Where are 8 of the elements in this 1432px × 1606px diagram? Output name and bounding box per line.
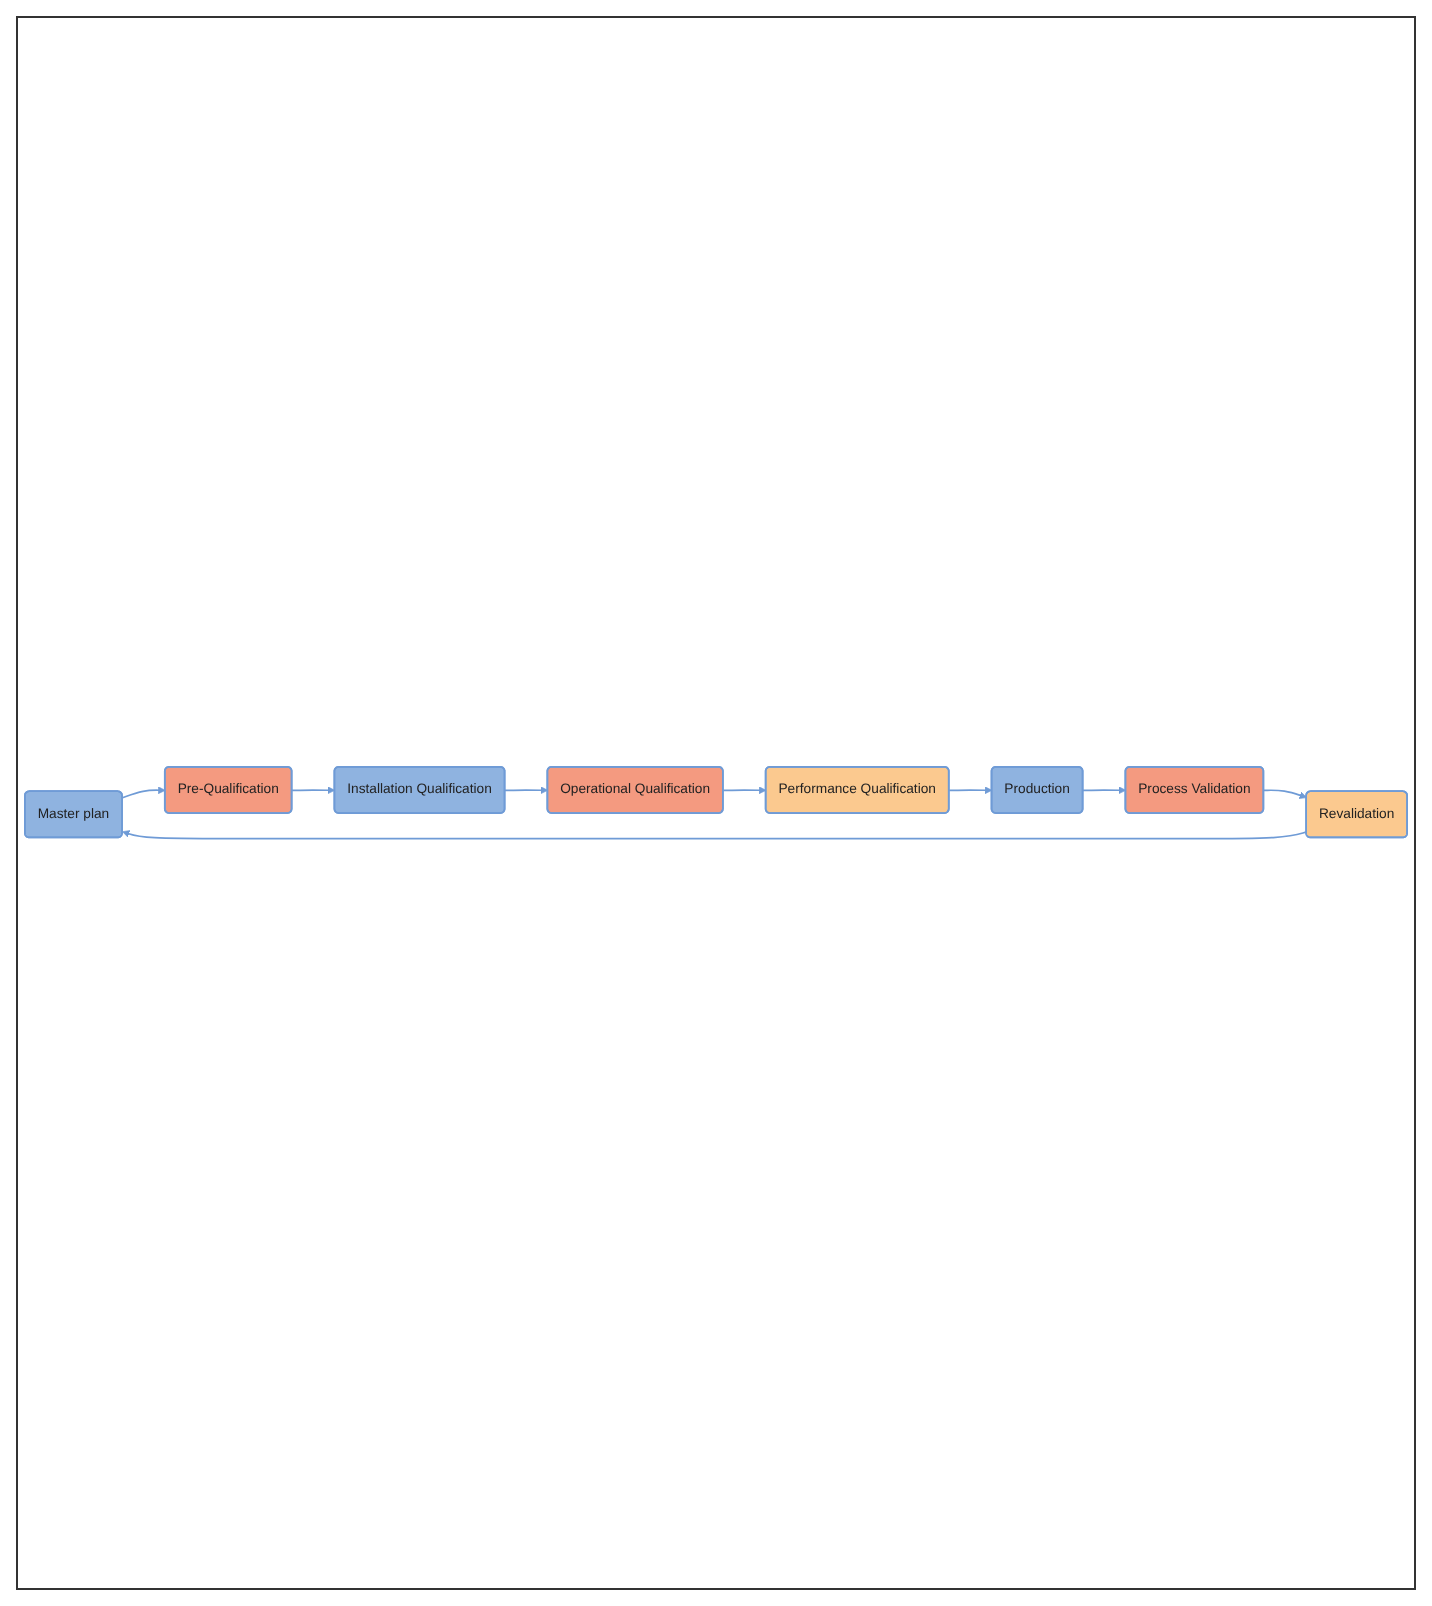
arrow [291, 786, 336, 795]
arrow [722, 786, 767, 795]
arrow [504, 786, 549, 795]
arrow [1082, 786, 1127, 795]
arrow [122, 830, 1308, 840]
arrow [121, 786, 166, 799]
arrow [948, 786, 993, 795]
arrow [1262, 789, 1307, 800]
